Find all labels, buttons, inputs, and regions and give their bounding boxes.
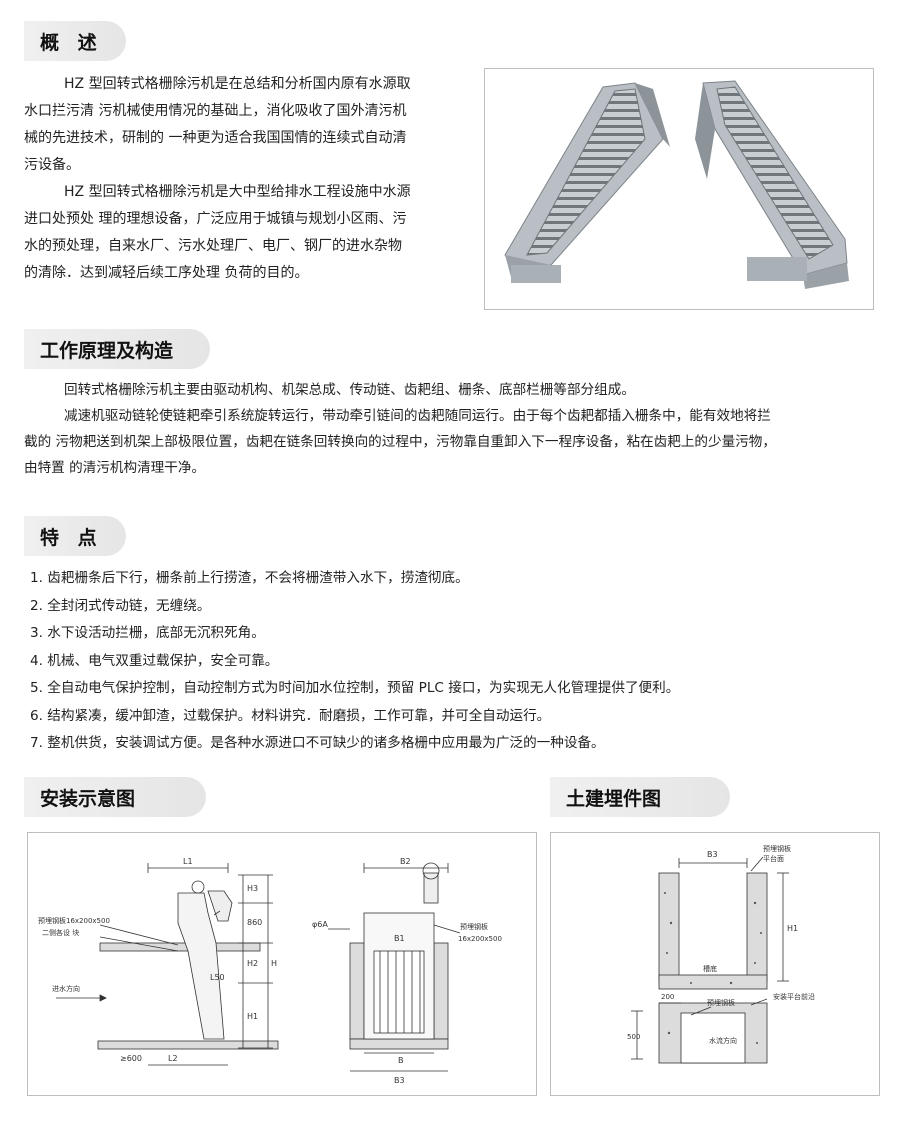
overview-line: HZ 型回转式格栅除污机是在总结和分析国内原有水源取 bbox=[64, 76, 411, 92]
feature-item: 6. 结构紧凑，缓冲卸渣，过载保护。材料讲究．耐磨损，工作可靠，并可全自动运行。 bbox=[30, 707, 551, 724]
dim-b: B bbox=[398, 1056, 404, 1065]
section-tab-install: 安装示意图 bbox=[24, 777, 206, 817]
dim-ge600: ≥600 bbox=[120, 1054, 142, 1063]
overview-line: 水口拦污清 污机械使用情况的基础上，消化吸收了国外清污机 bbox=[24, 103, 407, 119]
principle-line: 减速机驱动链轮使链耙牵引系统旋转运行，带动牵引链间的齿耙随同运行。由于每个齿耙都… bbox=[64, 408, 771, 424]
label-secondary: 二侧各设 块 bbox=[42, 928, 79, 937]
civil-diagram-frame: B3 预埋钢板 平台面 H1 槽底 200 预埋钢板 安装平台前沿 500 水流… bbox=[550, 832, 880, 1096]
section-title: 安装示意图 bbox=[40, 787, 136, 810]
dim-l1: L1 bbox=[183, 857, 193, 866]
product-photo-frame bbox=[484, 68, 874, 310]
dim-b1: B1 bbox=[394, 934, 405, 943]
dim-b2: B2 bbox=[400, 857, 411, 866]
product-photo bbox=[504, 80, 849, 289]
label-flow: 进水方向 bbox=[52, 984, 80, 993]
principle-line: 由特置 的清污机构清理干净。 bbox=[24, 460, 206, 476]
feature-item: 2. 全封闭式传动链，无缠绕。 bbox=[30, 597, 211, 614]
label-plate: 预埋钢板16x200x500 bbox=[38, 916, 110, 925]
dim-h: H bbox=[271, 959, 277, 968]
feature-item: 1. 齿耙栅条后下行，栅条前上行捞渣，不会将栅渣带入水下，捞渣彻底。 bbox=[30, 570, 469, 586]
dim-500: 500 bbox=[627, 1033, 640, 1041]
section-tab-principle: 工作原理及构造 bbox=[24, 329, 210, 369]
dim-h3: H3 bbox=[247, 884, 258, 893]
label-phi: φ6A bbox=[312, 920, 328, 929]
section-title: 工作原理及构造 bbox=[40, 339, 174, 362]
dim-b3: B3 bbox=[707, 850, 718, 859]
section-title: 概 述 bbox=[40, 31, 103, 54]
dim-b3: B3 bbox=[394, 1076, 405, 1085]
label-plate2-size: 16x200x500 bbox=[458, 935, 502, 943]
overview-line: HZ 型回转式格栅除污机是大中型给排水工程设施中水源 bbox=[64, 184, 411, 200]
principle-line: 回转式格栅除污机主要由驱动机构、机架总成、传动链、齿耙组、栅条、底部栏栅等部分组… bbox=[64, 382, 635, 398]
dim-h1: H1 bbox=[787, 924, 798, 933]
section-tab-civil: 土建埋件图 bbox=[550, 777, 730, 817]
label-plate: 预埋钢板 bbox=[763, 844, 791, 853]
install-diagram: L1 H3 860 H2 H H1 L50 L2 ≥600 预埋钢板16x200… bbox=[38, 857, 502, 1085]
feature-item: 5. 全自动电气保护控制，自动控制方式为时间加水位控制，预留 PLC 接口，为实… bbox=[30, 680, 680, 696]
dim-200: 200 bbox=[661, 993, 674, 1001]
section-tab-overview: 概 述 bbox=[24, 21, 126, 61]
overview-line: 污设备。 bbox=[24, 157, 80, 173]
section-tab-features: 特 点 bbox=[24, 516, 126, 556]
dim-l2: L2 bbox=[168, 1054, 178, 1063]
label-platform-face: 平台面 bbox=[763, 854, 784, 863]
overview-line: 水的预处理，自来水厂、污水处理厂、电厂、钢厂的进水杂物 bbox=[24, 238, 402, 254]
dim-h1: H1 bbox=[247, 1012, 258, 1021]
section-title: 土建埋件图 bbox=[566, 787, 662, 810]
principle-line: 截的 污物耙送到机架上部极限位置，齿耙在链条回转换向的过程中，污物靠自重卸入下一… bbox=[24, 434, 776, 450]
overview-line: 械的先进技术，研制的 一种更为适合我国国情的连续式自动清 bbox=[24, 130, 407, 146]
civil-diagram: B3 预埋钢板 平台面 H1 槽底 200 预埋钢板 安装平台前沿 500 水流… bbox=[627, 844, 815, 1064]
screen-machine-left bbox=[504, 82, 670, 283]
dim-l50: L50 bbox=[210, 973, 225, 982]
install-diagram-frame: L1 H3 860 H2 H H1 L50 L2 ≥600 预埋钢板16x200… bbox=[27, 832, 537, 1096]
section-title: 特 点 bbox=[40, 526, 103, 549]
label-plate2: 预埋钢板 bbox=[460, 922, 488, 931]
label-flow: 水流方向 bbox=[709, 1036, 737, 1045]
features-list: 1. 齿耙栅条后下行，栅条前上行捞渣，不会将栅渣带入水下，捞渣彻底。 2. 全封… bbox=[30, 565, 679, 758]
dim-860: 860 bbox=[247, 918, 262, 927]
feature-item: 7. 整机供货，安装调试方便。是各种水源进口不可缺少的诸多格栅中应用最为广泛的一… bbox=[30, 735, 605, 751]
label-plate2: 预埋钢板 bbox=[707, 998, 735, 1007]
dim-h2: H2 bbox=[247, 959, 258, 968]
label-channel-bottom: 槽底 bbox=[703, 964, 717, 973]
overview-line: 进口处预处 理的理想设备，广泛应用于城镇与规划小区雨、污 bbox=[24, 211, 407, 227]
feature-item: 4. 机械、电气双重过载保护，安全可靠。 bbox=[30, 652, 279, 669]
label-platform-edge: 安装平台前沿 bbox=[773, 992, 815, 1001]
screen-machine-right bbox=[695, 80, 849, 289]
overview-line: 的清除．达到减轻后续工序处理 负荷的目的。 bbox=[24, 265, 309, 281]
feature-item: 3. 水下设活动拦栅，底部无沉积死角。 bbox=[30, 625, 265, 641]
